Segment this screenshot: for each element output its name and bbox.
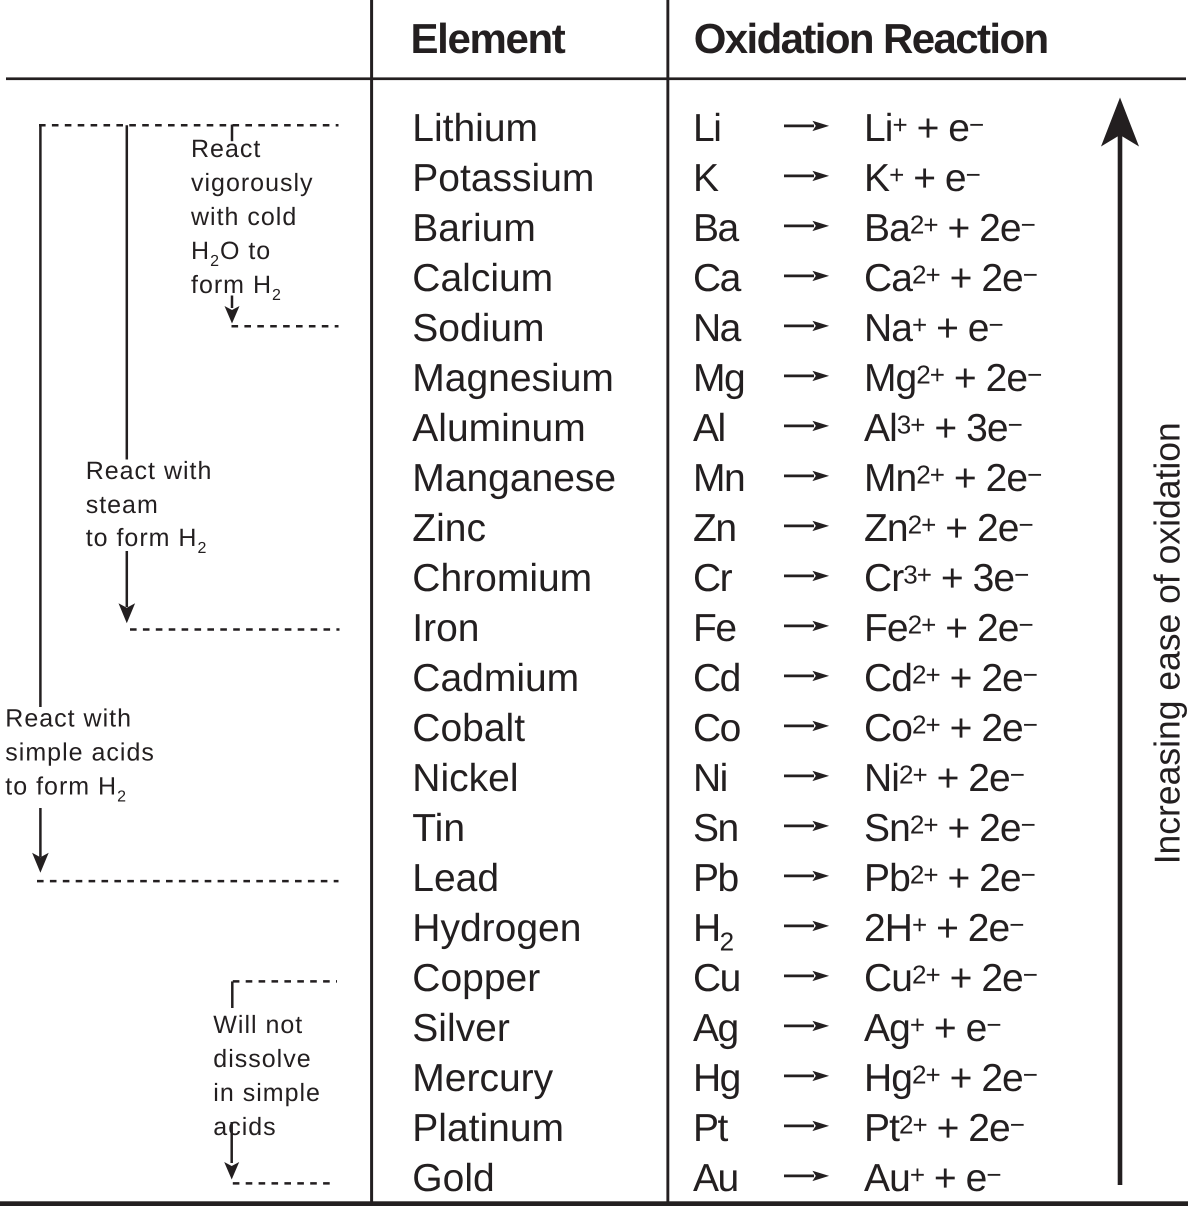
svg-text:Potassium: Potassium	[412, 157, 594, 200]
svg-text:Na+ + e−: Na+ + e−	[864, 307, 1003, 350]
svg-text:Li: Li	[693, 107, 720, 150]
svg-text:Zn2+ + 2e−: Zn2+ + 2e−	[864, 507, 1033, 550]
svg-text:H2O to: H2O to	[191, 237, 271, 270]
svg-text:Oxidation Reaction: Oxidation Reaction	[694, 15, 1048, 62]
svg-text:Will not: Will not	[213, 1011, 303, 1039]
svg-text:Iron: Iron	[412, 607, 479, 650]
svg-text:dissolve: dissolve	[213, 1045, 311, 1073]
svg-text:Copper: Copper	[412, 957, 540, 1000]
svg-text:Nickel: Nickel	[412, 757, 518, 800]
svg-text:Pt: Pt	[693, 1107, 729, 1150]
svg-text:Lead: Lead	[412, 857, 499, 900]
svg-text:Tin: Tin	[412, 807, 465, 850]
svg-text:Ag+ + e−: Ag+ + e−	[864, 1007, 1001, 1050]
svg-text:Sodium: Sodium	[412, 307, 544, 350]
svg-text:Cr3+ + 3e−: Cr3+ + 3e−	[864, 557, 1028, 600]
svg-text:Au: Au	[693, 1157, 738, 1200]
svg-text:Cd: Cd	[693, 657, 740, 700]
svg-text:Cadmium: Cadmium	[412, 657, 579, 700]
svg-text:React: React	[191, 135, 261, 163]
svg-text:Cu2+ + 2e−: Cu2+ + 2e−	[864, 957, 1037, 1000]
svg-text:Silver: Silver	[412, 1007, 510, 1050]
svg-text:Ca: Ca	[693, 257, 742, 300]
svg-text:Cobalt: Cobalt	[412, 707, 525, 750]
svg-text:Pb: Pb	[693, 857, 739, 900]
svg-text:Sn: Sn	[693, 807, 738, 850]
svg-text:Gold: Gold	[412, 1157, 494, 1200]
svg-text:Cr: Cr	[693, 557, 733, 600]
svg-text:Element: Element	[411, 15, 566, 62]
svg-text:Calcium: Calcium	[412, 257, 553, 300]
svg-text:H2: H2	[693, 907, 734, 957]
svg-text:Lithium: Lithium	[412, 107, 538, 150]
svg-text:2H+ + 2e−: 2H+ + 2e−	[864, 907, 1024, 950]
svg-text:Cu: Cu	[693, 957, 740, 1000]
svg-text:Mercury: Mercury	[412, 1057, 553, 1100]
svg-text:Na: Na	[693, 307, 742, 350]
svg-text:in simple: in simple	[213, 1079, 321, 1107]
svg-text:Manganese: Manganese	[412, 457, 616, 500]
svg-text:Li+ + e−: Li+ + e−	[864, 107, 983, 150]
svg-text:Aluminum: Aluminum	[412, 407, 585, 450]
svg-text:Co: Co	[693, 707, 741, 750]
svg-text:Platinum: Platinum	[412, 1107, 564, 1150]
svg-text:Ni2+ + 2e−: Ni2+ + 2e−	[864, 757, 1024, 800]
svg-text:Al: Al	[693, 407, 725, 450]
svg-text:Al3+ + 3e−: Al3+ + 3e−	[864, 407, 1022, 450]
svg-text:React with: React with	[5, 704, 132, 732]
svg-text:Au+ + e−: Au+ + e−	[864, 1157, 1001, 1200]
svg-text:Mg2+ + 2e−: Mg2+ + 2e−	[864, 357, 1041, 400]
svg-text:with cold: with cold	[190, 203, 297, 231]
svg-text:K+ + e−: K+ + e−	[864, 157, 980, 200]
svg-text:Hydrogen: Hydrogen	[412, 907, 581, 950]
svg-text:Ni: Ni	[693, 757, 727, 800]
svg-text:acids: acids	[213, 1113, 276, 1141]
svg-text:steam: steam	[86, 491, 159, 519]
svg-text:Magnesium: Magnesium	[412, 357, 614, 400]
svg-text:Ca2+ + 2e−: Ca2+ + 2e−	[864, 257, 1037, 300]
svg-text:Mg: Mg	[693, 357, 744, 400]
svg-text:Ba2+ + 2e−: Ba2+ + 2e−	[864, 207, 1035, 250]
svg-text:Cd2+ + 2e−: Cd2+ + 2e−	[864, 657, 1037, 700]
svg-text:Fe2+ + 2e−: Fe2+ + 2e−	[864, 607, 1033, 650]
svg-text:to form H2: to form H2	[86, 524, 208, 557]
svg-text:Ag: Ag	[693, 1007, 738, 1050]
svg-text:Co2+ + 2e−: Co2+ + 2e−	[864, 707, 1037, 750]
svg-text:Zinc: Zinc	[412, 507, 486, 550]
svg-text:Mn2+ + 2e−: Mn2+ + 2e−	[864, 457, 1041, 500]
svg-text:Barium: Barium	[412, 207, 536, 250]
svg-text:Pt2+ + 2e−: Pt2+ + 2e−	[864, 1107, 1024, 1150]
svg-text:Hg2+ + 2e−: Hg2+ + 2e−	[864, 1057, 1037, 1100]
svg-text:Increasing ease of oxidation: Increasing ease of oxidation	[1146, 422, 1187, 864]
svg-text:Pb2+ + 2e−: Pb2+ + 2e−	[864, 857, 1035, 900]
svg-text:vigorously: vigorously	[191, 169, 314, 197]
svg-text:Ba: Ba	[693, 207, 740, 250]
svg-text:Zn: Zn	[693, 507, 736, 550]
svg-text:Sn2+ + 2e−: Sn2+ + 2e−	[864, 807, 1035, 850]
svg-text:Hg: Hg	[693, 1057, 740, 1100]
svg-text:simple acids: simple acids	[5, 738, 155, 766]
svg-text:React with: React with	[86, 457, 213, 485]
svg-text:Fe: Fe	[693, 607, 736, 650]
svg-text:Mn: Mn	[693, 457, 744, 500]
svg-text:Chromium: Chromium	[412, 557, 592, 600]
svg-text:K: K	[693, 157, 719, 200]
